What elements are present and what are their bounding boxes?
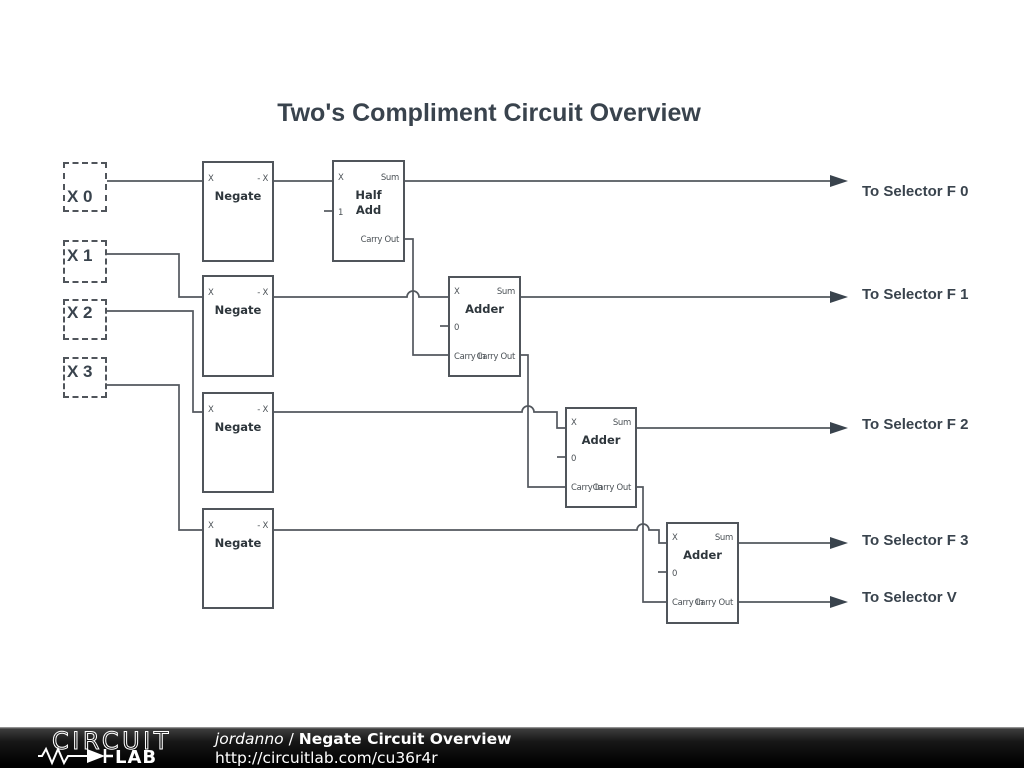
port-label-in: X — [338, 173, 344, 183]
wire-adder2-carry-adder3 — [637, 486, 666, 603]
port-label-const: 0 — [571, 454, 577, 464]
wire-x3-negate4 — [107, 384, 202, 531]
input-label: X 1 — [67, 246, 93, 265]
port-label-in: X — [672, 533, 678, 543]
block-name: Adder — [683, 548, 722, 562]
block-name: Negate — [214, 303, 262, 317]
wire-negate4-adder3 — [274, 523, 666, 544]
input-label: X 3 — [67, 362, 93, 381]
port-label-out: - X — [257, 405, 268, 415]
diode-cathode-icon — [103, 749, 113, 763]
output-label-f2: To Selector F 2 — [862, 416, 969, 433]
output-label-f3: To Selector F 3 — [862, 532, 969, 549]
arrow-icon-f1 — [830, 291, 848, 303]
port-label-sum: Sum — [496, 287, 515, 297]
adder-block-0[interactable]: X Sum Adder 0 Carry In Carry Out — [448, 276, 521, 377]
half-adder-block[interactable]: X Sum Half Add 1 Carry Out — [332, 160, 405, 262]
footer-byline: jordanno / Negate Circuit Overview — [215, 730, 511, 748]
input-box-x0[interactable]: X 0 — [63, 162, 107, 212]
port-label-in: X — [208, 521, 214, 531]
negate-block-2[interactable]: X - X Negate — [202, 392, 274, 493]
port-label-const: 0 — [672, 569, 678, 579]
port-label-in: X — [208, 288, 214, 298]
logo-wordmark-bottom: LAB — [115, 747, 157, 767]
footer-bar: CIRCUIT LAB jordanno / Negate Circuit Ov… — [0, 727, 1024, 768]
adder-block-2[interactable]: X Sum Adder 0 Carry In Carry Out — [666, 522, 739, 624]
port-label-const: 1 — [338, 208, 344, 218]
wires — [107, 180, 832, 603]
port-label-in: X — [454, 287, 460, 297]
wire-x2-negate3 — [107, 310, 202, 413]
negate-block-3[interactable]: X - X Negate — [202, 508, 274, 609]
negate-block-0[interactable]: X - X Negate — [202, 161, 274, 262]
port-label-in: X — [208, 174, 214, 184]
block-name: Adder — [465, 302, 504, 316]
adder-block-1[interactable]: X Sum Adder 0 Carry In Carry Out — [565, 407, 637, 508]
page-title: Two's Compliment Circuit Overview — [277, 99, 701, 127]
block-name: Negate — [214, 536, 262, 550]
wire-x1-negate2 — [107, 253, 202, 298]
wire-adder1-carry-adder2 — [521, 354, 565, 488]
logo-wordmark-top: CIRCUIT — [52, 728, 172, 755]
input-label: X 0 — [67, 187, 93, 206]
input-box-x3[interactable]: X 3 — [63, 357, 107, 398]
port-label-carry-out: Carry Out — [694, 598, 734, 608]
output-label-v: To Selector V — [862, 589, 957, 606]
port-label-carry-in: Carry In — [571, 483, 603, 493]
port-label-out: - X — [257, 288, 268, 298]
port-label-carry-out: Carry Out — [592, 483, 632, 493]
arrow-icon-f0 — [830, 175, 848, 187]
circuit-url-link[interactable]: http://circuitlab.com/cu36r4r — [215, 749, 438, 767]
block-name: Negate — [214, 420, 262, 434]
port-label-const: 0 — [454, 323, 460, 333]
separator: / — [283, 730, 299, 748]
block-name: Adder — [581, 433, 621, 447]
arrow-icon-f3 — [830, 537, 848, 549]
negate-block-1[interactable]: X - X Negate — [202, 275, 274, 377]
input-label: X 2 — [67, 303, 93, 322]
port-label-carry-in: Carry In — [672, 598, 704, 608]
port-label-in: X — [208, 405, 214, 415]
arrow-icon-v — [830, 596, 848, 608]
diode-icon — [87, 749, 105, 763]
arrow-icon-f2 — [830, 422, 848, 434]
author-name: jordanno — [215, 730, 284, 748]
port-label-out: - X — [257, 174, 268, 184]
resistor-icon — [38, 746, 87, 766]
port-label-out: - X — [257, 521, 268, 531]
block-name-line2: Add — [355, 203, 382, 217]
circuitlab-logo[interactable]: CIRCUIT LAB — [36, 728, 216, 767]
port-label-carry-out: Carry Out — [360, 235, 400, 245]
output-label-f1: To Selector F 1 — [862, 286, 969, 303]
wire-negate3-adder2 — [273, 405, 565, 429]
port-label-carry-in: Carry In — [454, 352, 486, 362]
block-name: Negate — [214, 189, 262, 203]
block-name-line1: Half — [355, 188, 382, 202]
circuit-title: Negate Circuit Overview — [298, 730, 512, 748]
footer-text: jordanno / Negate Circuit Overview http:… — [215, 730, 511, 768]
output-label-f0: To Selector F 0 — [862, 183, 969, 200]
port-label-in: X — [571, 418, 577, 428]
port-label-sum: Sum — [714, 533, 733, 543]
arrowheads — [830, 175, 848, 608]
wire-negate2-adder1 — [274, 290, 448, 298]
port-label-sum: Sum — [612, 418, 631, 428]
input-box-x1[interactable]: X 1 — [63, 240, 107, 283]
port-label-sum: Sum — [380, 173, 399, 183]
wire-halfadd-carry-adder1 — [405, 238, 448, 356]
input-box-x2[interactable]: X 2 — [63, 299, 107, 340]
port-label-carry-out: Carry Out — [476, 352, 516, 362]
